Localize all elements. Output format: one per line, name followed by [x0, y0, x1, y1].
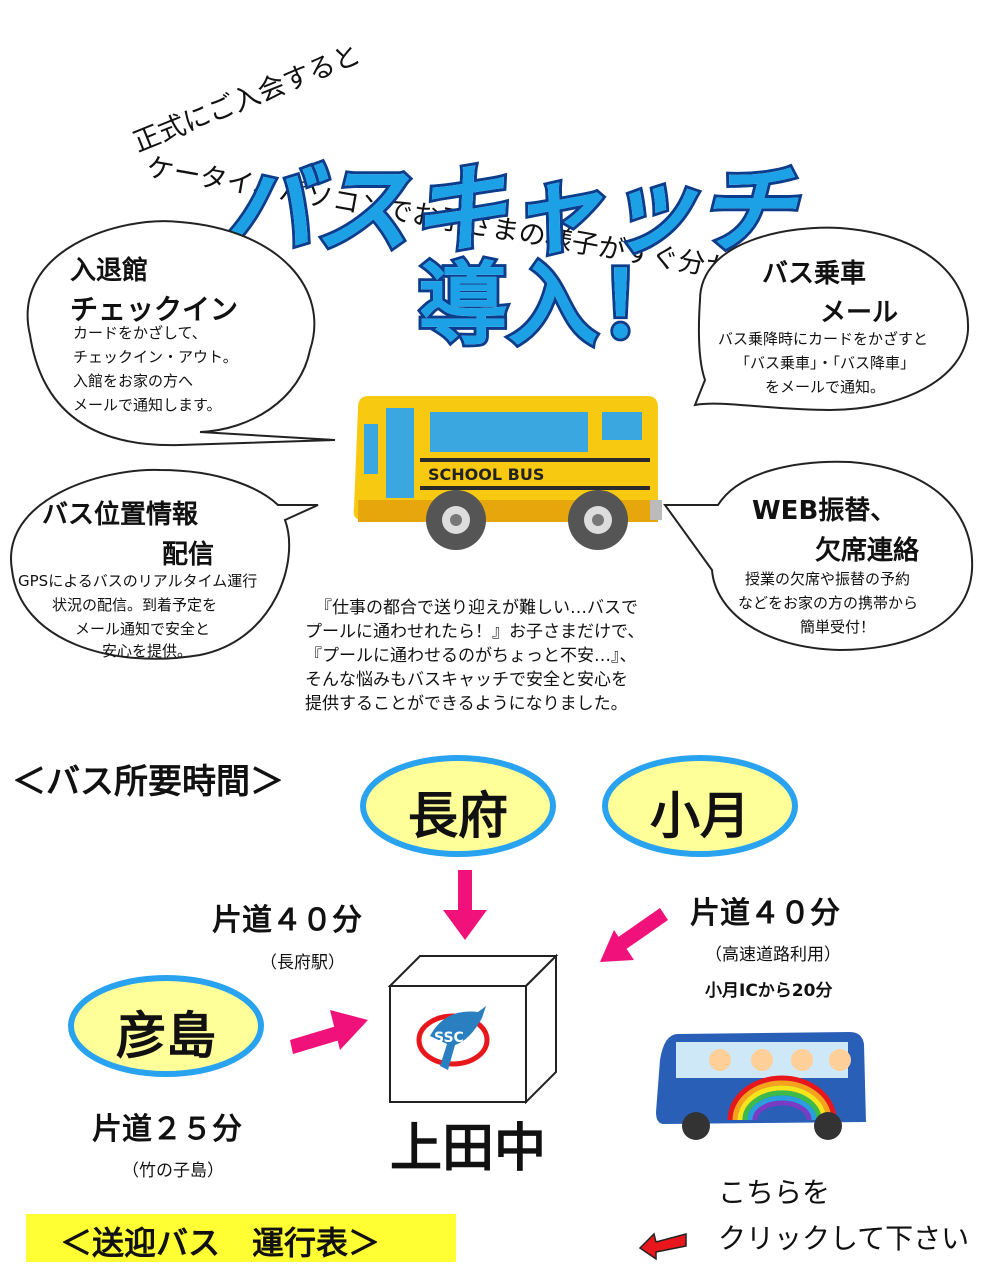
origin-ozuki-name: 小月 [650, 787, 750, 845]
bubble-checkin-shape [26, 220, 336, 447]
origin-chofu-time: 片道４０分 [212, 903, 362, 938]
origin-chofu-name: 長府 [408, 787, 508, 845]
bus-label: SCHOOL BUS [428, 465, 545, 484]
checkin-text-3: 入館をお家の方へ [73, 372, 194, 390]
boarding-text-1: バス乗降時にカードをかざすと [718, 330, 929, 348]
checkin-title-2: チェックイン [70, 293, 239, 326]
web-title-1: WEB振替、 [752, 496, 897, 526]
schedule-link-label: ＜送迎バス 運行表＞ [60, 1224, 381, 1262]
cube-building [387, 953, 559, 1105]
click-instruction-line-1: こちらを [718, 1176, 831, 1209]
intro-line-4: そんな悩みもバスキャッチで安全と安心を [305, 670, 628, 690]
oval-ozuki [602, 755, 798, 857]
travel-time-heading: ＜バス所要時間＞ [12, 762, 284, 802]
location-text-3: メール通知で安全と [75, 620, 211, 638]
bubble-boarding-shape [693, 226, 970, 412]
checkin-text-2: チェックイン・アウト。 [73, 348, 238, 366]
location-title-1: バス位置情報 [42, 500, 199, 530]
bubble-location-shape [10, 468, 319, 660]
click-instruction-line-2: クリックして下さい [718, 1222, 970, 1255]
boarding-title-1: バス乗車 [762, 259, 867, 289]
origin-ozuki-note-2: 小月ICから20分 [705, 981, 833, 1001]
location-title-2: 配信 [162, 540, 215, 570]
origin-hikoshima-name: 彦島 [116, 1007, 216, 1065]
destination-name: 上田中 [390, 1119, 547, 1179]
origin-chofu-note: （長府駅） [260, 953, 345, 973]
main-title-line-1: バスキャッチ [215, 151, 797, 269]
location-text-4: 安心を提供。 [102, 642, 193, 660]
web-text-2: などをお家の方の携帯から [738, 594, 919, 612]
arrow-diagonal [600, 908, 668, 962]
intro-line-3: 『プールに通わせるのがちょっと不安…』、 [305, 646, 637, 666]
main-title-line-2: 導入！ [415, 250, 691, 361]
boarding-text-3: をメールで通知。 [765, 378, 886, 396]
school-bus-illustration [353, 396, 662, 550]
schedule-link[interactable]: ＜送迎バス 運行表＞ [26, 1214, 456, 1262]
location-text-1: GPSによるバスのリアルタイム運行 [18, 572, 258, 590]
origin-hikoshima-note: （竹の子島） [122, 1161, 224, 1181]
intro-line-2: プールに通わせれたら！』お子さまだけで、 [305, 622, 645, 642]
click-arrow-icon [638, 1232, 687, 1261]
bubble-web-shape [663, 460, 974, 652]
speech-bubbles-layer [10, 220, 974, 660]
origin-hikoshima-time: 片道２５分 [92, 1112, 242, 1147]
web-title-2: 欠席連絡 [815, 536, 920, 566]
arrow-right [290, 1010, 368, 1054]
web-text-1: 授業の欠席や振替の予約 [745, 570, 911, 588]
logo-text: SSC [434, 1030, 464, 1046]
oval-chofu [360, 755, 556, 857]
oval-hikoshima [68, 975, 264, 1077]
intro-line-5: 提供することができるようになりました。 [305, 694, 628, 714]
ssc-logo [416, 1006, 490, 1070]
intro-line-1: 『仕事の都合で送り迎えが難しい…バスで [315, 598, 638, 618]
rainbow-bus-illustration [656, 1032, 866, 1140]
boarding-title-2: メール [820, 298, 899, 328]
checkin-text-4: メールで通知します。 [73, 396, 222, 414]
travel-map-layer [68, 755, 866, 1140]
arrow-down [443, 870, 487, 940]
origin-ozuki-note: （高速道路利用） [705, 945, 841, 965]
checkin-title-1: 入退館 [70, 256, 149, 286]
origin-ozuki-time: 片道４０分 [690, 896, 840, 931]
checkin-text-1: カードをかざして、 [73, 324, 207, 342]
location-text-2: 状況の配信。到着予定を [52, 596, 218, 614]
boarding-text-2: 「バス乗車」・「バス降車」 [735, 354, 916, 372]
web-text-3: 簡単受付！ [800, 618, 876, 636]
